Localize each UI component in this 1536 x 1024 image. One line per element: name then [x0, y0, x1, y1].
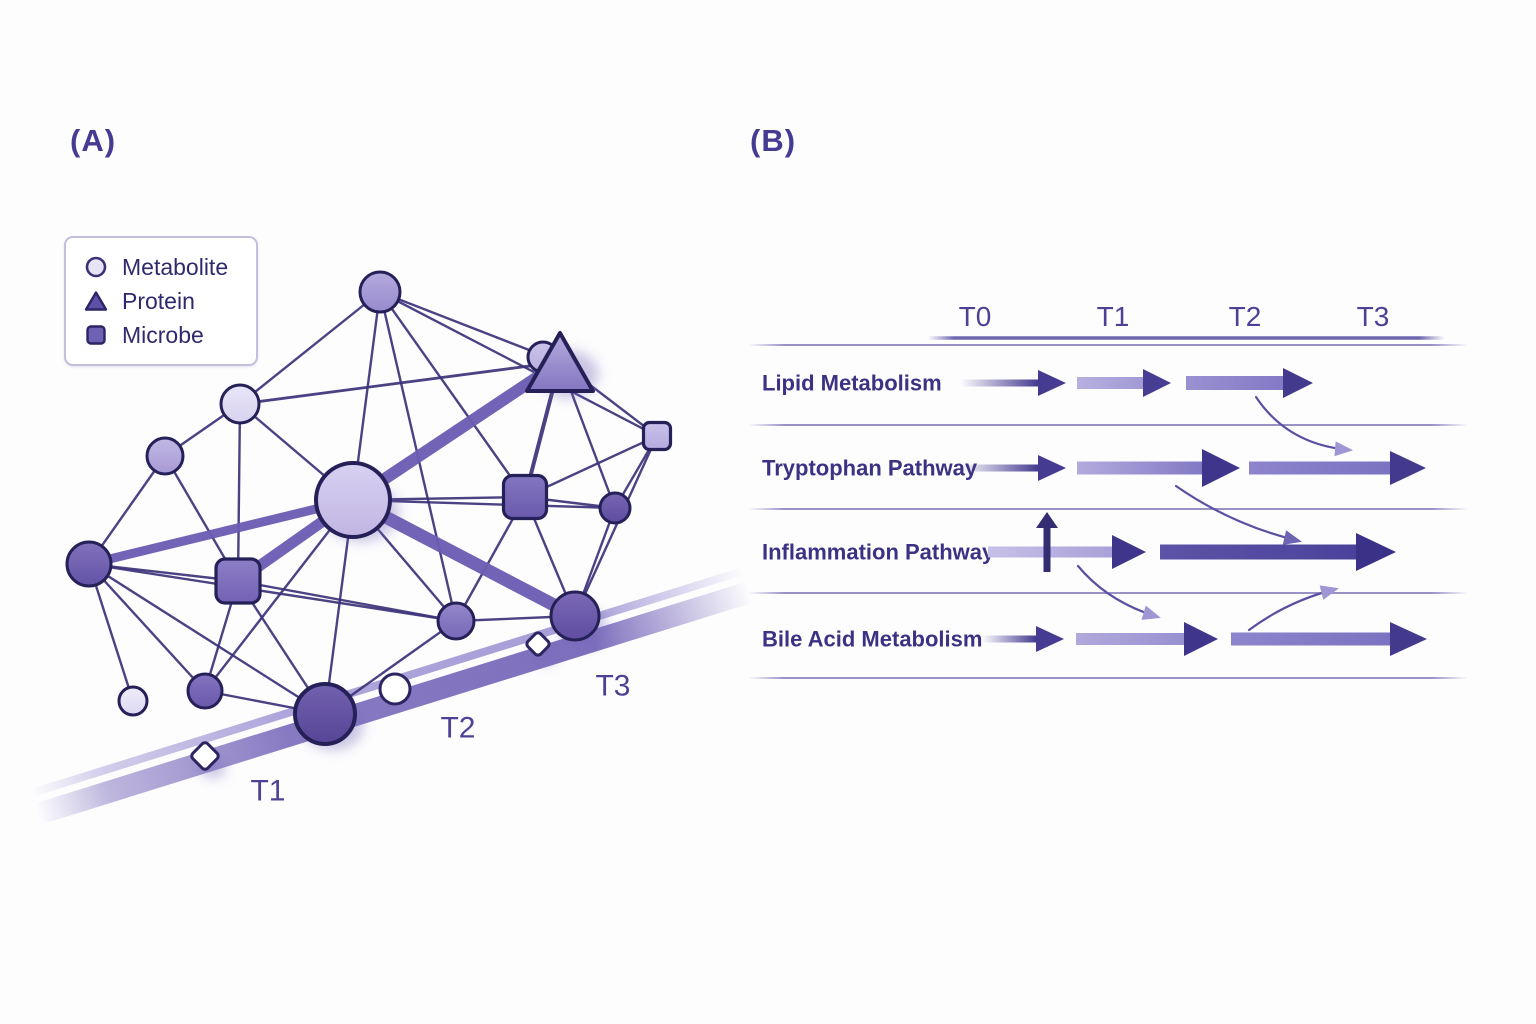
network-edge	[237, 579, 457, 623]
metabolite-node	[65, 540, 113, 588]
legend-label: Microbe	[122, 321, 204, 348]
metabolite-node	[117, 685, 149, 717]
legend-box: Metabolite Protein Microbe	[64, 236, 258, 366]
pathway-row-label: Inflammation Pathway	[762, 540, 995, 565]
legend-item-metabolite: Metabolite	[84, 250, 240, 284]
network-edge	[204, 499, 354, 692]
time-axis-line-thick	[928, 336, 1445, 340]
legend-item-microbe: Microbe	[84, 318, 240, 352]
pathway-arrow-shaft	[1160, 544, 1356, 560]
pathway-arrow-head	[1202, 449, 1240, 487]
timepoint-diamond-marker	[190, 741, 220, 771]
pathway-row-label: Lipid Metabolism	[762, 371, 942, 396]
metabolite-node	[549, 590, 601, 642]
upregulation-arrow-head	[1036, 512, 1058, 528]
network-edge	[239, 291, 381, 405]
metabolite-node	[293, 682, 357, 746]
pathway-arrow-head	[1283, 368, 1313, 398]
pathway-arrow-shaft	[1249, 461, 1390, 475]
panel-a-title: (A)	[70, 123, 117, 158]
pathway-arrow-head	[1390, 622, 1427, 656]
protein-triangle-icon	[84, 291, 108, 311]
network-edge-strong	[349, 357, 564, 505]
network-edge	[88, 562, 326, 716]
pathway-arrow-shaft	[960, 464, 1038, 472]
network-edge	[88, 563, 206, 692]
network-edge	[573, 435, 659, 617]
pathway-arrow-head	[1143, 369, 1171, 397]
row-separator	[748, 424, 1468, 426]
metabolite-node	[145, 436, 185, 476]
metabolite-node	[358, 270, 402, 314]
metabolite-node	[186, 672, 224, 710]
pathway-arrow-head	[1184, 622, 1218, 656]
metabolite-node	[436, 601, 476, 641]
pathway-arrow-shaft	[1186, 376, 1283, 390]
timepoint-circle-marker	[378, 672, 412, 706]
network-edge	[379, 291, 526, 498]
row-separator	[748, 508, 1468, 510]
upregulation-arrow-shaft	[1043, 528, 1051, 572]
pathway-arrow-head	[1356, 533, 1396, 571]
network-nodes	[65, 270, 673, 771]
pathway-arrow-shaft	[1231, 632, 1390, 646]
legend-label: Protein	[122, 287, 195, 314]
pathway-arrow-shaft	[1076, 633, 1184, 645]
network-edge	[352, 498, 616, 510]
time-axis-label: T2	[1229, 301, 1262, 332]
microbe-node	[214, 557, 262, 605]
pathway-row-label: Tryptophan Pathway	[762, 456, 978, 481]
band-time-label: T1	[250, 775, 285, 808]
time-axis-label: T0	[959, 301, 992, 332]
network-edge	[239, 360, 561, 406]
metabolite-node	[314, 461, 392, 539]
pathway-arrow-head	[1038, 455, 1066, 481]
microbe-node	[641, 420, 673, 452]
time-axis-line-thin	[748, 344, 1468, 346]
cross-row-link-arrowhead	[1282, 530, 1302, 545]
pathway-arrow-head	[1112, 535, 1146, 569]
pathway-arrow-shaft	[960, 379, 1038, 387]
pathway-arrow-shaft	[1077, 461, 1202, 475]
metabolite-node	[219, 383, 261, 425]
network-edge	[88, 562, 457, 623]
network-edge	[379, 290, 658, 438]
network-edge-strong	[87, 495, 355, 569]
panel-b-title: (B)	[750, 123, 797, 158]
cross-row-link-arrowhead	[1334, 441, 1353, 457]
pathway-arrow-head	[1038, 370, 1066, 396]
pathway-row-label: Bile Acid Metabolism	[762, 627, 982, 652]
time-axis-label: T3	[1357, 301, 1390, 332]
row-separator	[748, 677, 1468, 679]
pathway-arrow-head	[1390, 451, 1426, 485]
legend-label: Metabolite	[122, 253, 229, 280]
cross-row-link-arrowhead	[1141, 605, 1161, 620]
pathway-arrow-shaft	[1077, 377, 1143, 389]
cross-row-link-curve	[1174, 484, 1301, 543]
timepoint-diamond-marker	[525, 631, 551, 657]
time-axis-label: T1	[1097, 301, 1130, 332]
metabolite-circle-icon	[85, 256, 107, 278]
legend-item-protein: Protein	[84, 284, 240, 318]
pathway-arrow-shaft	[982, 635, 1036, 643]
network-edge	[87, 563, 135, 702]
metabolite-node	[598, 491, 632, 525]
network-edge	[236, 403, 242, 582]
pathway-arrow-head	[1036, 626, 1064, 652]
band-time-label: T2	[440, 712, 475, 745]
microbe-node	[501, 473, 549, 521]
protein-node	[525, 331, 595, 393]
band-time-label: T3	[595, 670, 630, 703]
microbe-square-icon	[86, 325, 106, 345]
cross-row-link-arrowhead	[1319, 585, 1339, 600]
